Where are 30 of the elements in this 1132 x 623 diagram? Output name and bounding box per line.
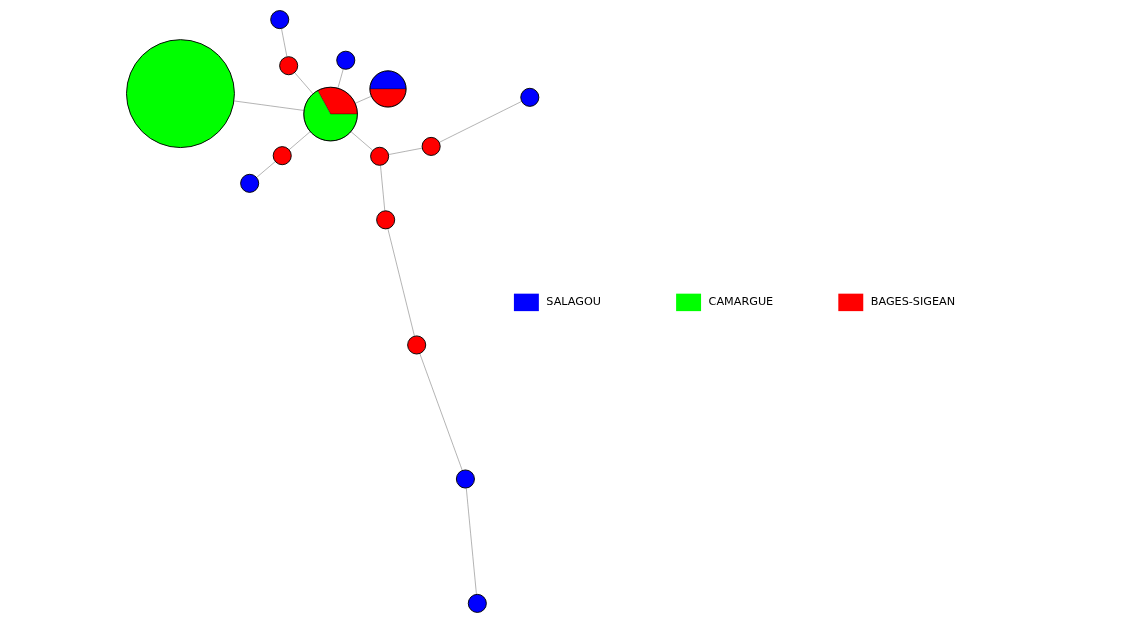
connector: [233, 100, 304, 111]
node-circle: [240, 173, 260, 193]
node-circle: [370, 146, 390, 166]
node-circle: [126, 39, 235, 149]
node-circle: [376, 210, 396, 230]
connector: [388, 147, 423, 155]
connector: [466, 487, 477, 595]
connector: [337, 68, 344, 89]
node-circle: [467, 593, 487, 613]
connector: [350, 131, 373, 151]
connector: [294, 72, 313, 94]
node-circle: [336, 50, 356, 70]
node-circle: [270, 10, 290, 30]
connector: [281, 28, 288, 57]
connector: [387, 228, 415, 337]
node-circle: [272, 146, 292, 166]
node-circle: [455, 469, 475, 489]
node-circle: [520, 87, 540, 107]
connector: [256, 161, 276, 178]
legend-label: SALAGOU: [546, 295, 602, 309]
connector: [289, 131, 311, 150]
legend-label: CAMARGUE: [708, 295, 774, 309]
node-circle: [407, 335, 427, 355]
node-circle: [421, 136, 441, 156]
node-circle: [279, 56, 299, 76]
legend-label: BAGES-SIGEAN: [870, 295, 956, 309]
connector: [380, 165, 385, 211]
connector: [355, 96, 372, 104]
connector: [419, 353, 463, 471]
connector: [439, 101, 522, 143]
